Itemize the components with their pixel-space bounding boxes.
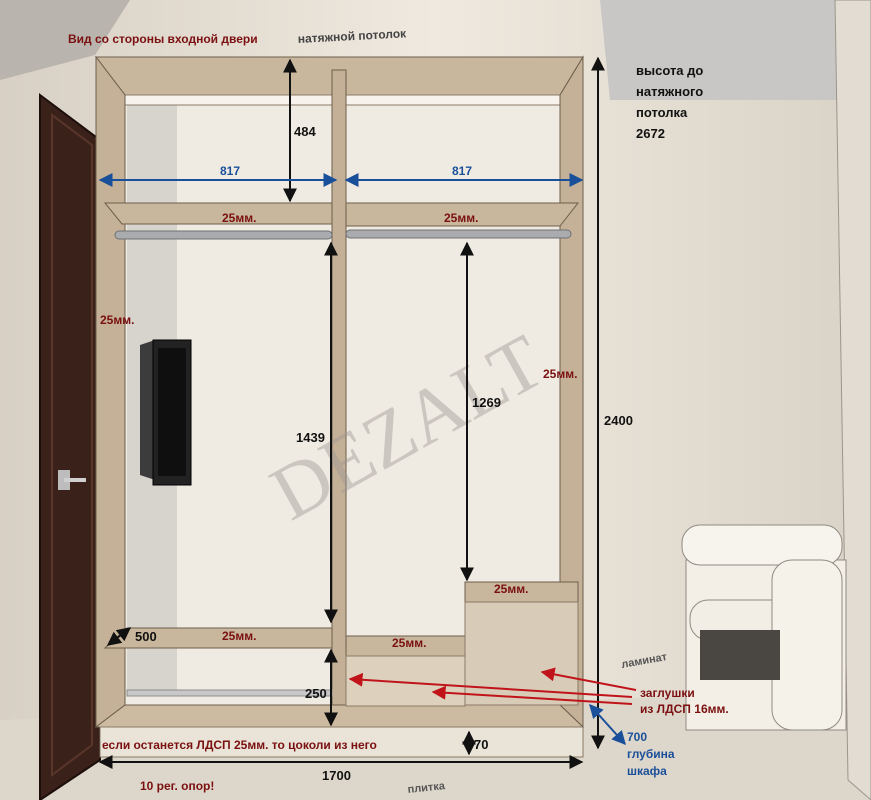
ceiling-note: натяжной потолок [297,26,407,46]
bottom-rail [126,689,333,697]
tv [140,339,192,486]
middle-divider [331,69,347,726]
depth-note-line1: глубина [627,747,675,761]
wardrobe [94,55,585,758]
shelf-left-thickness: 25мм. [222,211,256,225]
bottom-shelf-middle-thickness: 25мм. [392,636,426,650]
rail-left [114,230,333,240]
side-right-thickness: 25мм. [543,367,577,381]
plugs-note-line1: заглушки [640,686,695,700]
height-note-line3: потолка [636,105,688,120]
left-side-panel [95,55,126,729]
plinth [99,726,584,758]
upper-shelf-right [345,202,580,227]
labels: Вид со стороны входной двери натяжной по… [68,26,729,796]
plugs-note-line2: из ЛДСП 16мм. [640,702,729,716]
ceiling-left [0,0,130,80]
ceiling-right [600,0,871,100]
height-note-line1: высота до [636,63,703,78]
dim-500: 500 [135,629,157,644]
plinth-note: если останется ЛДСП 25мм. то цоколи из н… [102,738,377,752]
box-top-thickness: 25мм. [494,582,528,596]
supports-note: 10 рег. опор! [140,779,214,793]
title-label: Вид со стороны входной двери [68,32,258,46]
dim-817-right: 817 [452,164,472,178]
dim-2400: 2400 [604,413,633,428]
bottom-panel [94,704,585,728]
dim-line-700 [589,703,626,746]
dim-line-500 [106,627,132,646]
dimension-lines [98,56,637,769]
plug-arrow-3 [431,685,633,705]
entrance-door [39,93,101,800]
dim-1439: 1439 [296,430,325,445]
rail-right [345,229,572,239]
plug-arrow-2 [348,672,633,698]
dim-250: 250 [305,686,327,701]
dim-1269: 1269 [472,395,501,410]
tile-note: плитка [407,780,446,796]
bottom-shelf-left-thickness: 25мм. [222,629,256,643]
sofa [681,524,847,731]
dim-70: 70 [474,737,488,752]
dim-817-left: 817 [220,164,240,178]
dim-700: 700 [627,730,647,744]
shelf-right-thickness: 25мм. [444,211,478,225]
plug-arrow-1 [540,667,637,691]
room-corner [834,0,871,800]
dim-484: 484 [294,124,316,139]
upper-shelf-left [103,202,333,225]
height-note-line2: натяжного [636,84,703,99]
middle-drawer [345,655,466,707]
dim-1700: 1700 [322,768,351,783]
side-left-thickness: 25мм. [100,313,134,327]
height-note-value: 2672 [636,126,665,141]
depth-note-line2: шкафа [627,764,667,778]
